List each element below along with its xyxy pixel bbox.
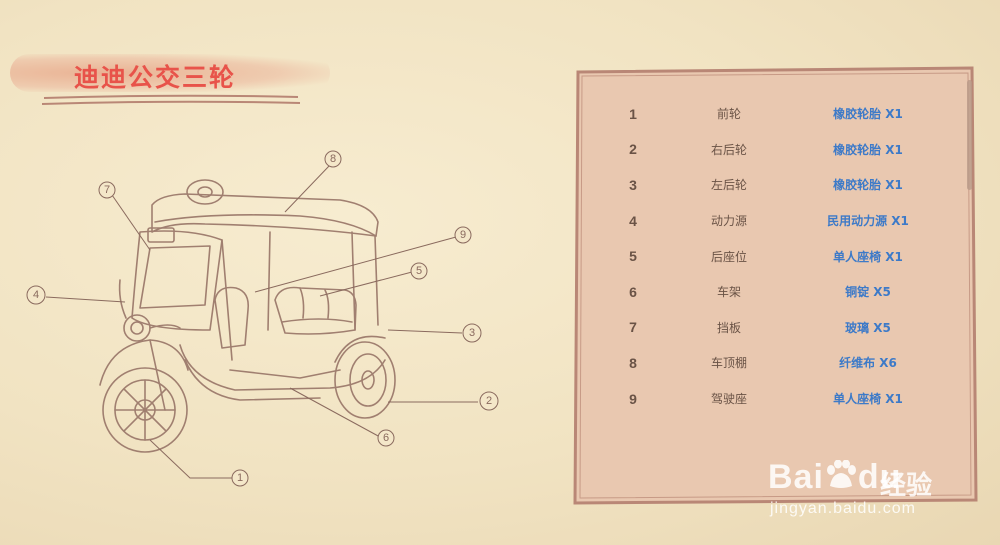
part-name: 车架 (716, 285, 741, 300)
callout-2 (479, 391, 499, 411)
page-title: 迪迪公交三轮 (74, 63, 237, 92)
watermark-url: jingyan.baidu.com (770, 500, 916, 517)
part-material: 橡胶轮胎 X1 (833, 107, 903, 122)
part-material: 单人座椅 X1 (833, 249, 903, 264)
callout-7 (98, 181, 116, 199)
panel-scrollbar[interactable] (967, 80, 972, 190)
table-row: 9 驾驶座 单人座椅 X1 (582, 381, 962, 417)
part-number: 7 (629, 319, 637, 336)
part-material: 橡胶轮胎 X1 (833, 178, 903, 193)
part-material: 橡胶轮胎 X1 (833, 142, 903, 157)
callout-5 (410, 262, 428, 280)
table-row: 1 前轮 橡胶轮胎 X1 (582, 96, 962, 132)
callout-9 (454, 226, 472, 244)
part-name: 右后轮 (710, 142, 747, 157)
callout-8-label: 8 (330, 153, 336, 165)
table-row: 6 车架 铜锭 X5 (582, 274, 962, 310)
callout-9-label: 9 (460, 229, 466, 241)
callout-5-label: 5 (416, 265, 422, 277)
part-name: 后座位 (710, 249, 747, 264)
part-number: 6 (629, 283, 637, 300)
callout-8 (324, 150, 342, 168)
callout-6 (377, 429, 395, 447)
callout-2-label: 2 (486, 395, 492, 407)
part-name: 驾驶座 (710, 392, 747, 407)
title-underline (42, 94, 301, 105)
part-name: 挡板 (716, 320, 741, 335)
part-number: 1 (629, 105, 637, 122)
paw-icon (826, 459, 856, 488)
part-material: 纤维布 X6 (839, 356, 897, 371)
callout-4-label: 4 (33, 289, 39, 301)
callout-3 (462, 323, 482, 343)
callout-7-label: 7 (104, 184, 110, 196)
parts-table: 1 前轮 橡胶轮胎 X1 2 右后轮 橡胶轮胎 X1 3 左后轮 橡胶轮胎 X1… (582, 96, 962, 416)
part-number: 9 (629, 390, 637, 407)
table-row: 7 挡板 玻璃 X5 (582, 310, 962, 346)
tricycle-drawing: 7 8 9 5 4 3 2 6 1 (26, 150, 499, 487)
part-name: 左后轮 (710, 178, 747, 193)
title-banner: 迪迪公交三轮 (10, 50, 340, 110)
part-number: 8 (629, 354, 637, 371)
part-material: 民用动力源 X1 (827, 214, 909, 229)
callout-1-label: 1 (237, 472, 243, 484)
part-material: 铜锭 X5 (845, 285, 891, 300)
panel-frame (573, 66, 978, 505)
part-number: 3 (629, 176, 637, 193)
callout-1 (231, 469, 249, 487)
parts-panel: 1 前轮 橡胶轮胎 X1 2 右后轮 橡胶轮胎 X1 3 左后轮 橡胶轮胎 X1… (572, 66, 980, 506)
watermark-cn: 经验 (880, 471, 933, 501)
part-number: 2 (629, 141, 637, 158)
callout-4 (26, 285, 46, 305)
table-row: 3 左后轮 橡胶轮胎 X1 (582, 167, 962, 203)
roof-shape (151, 193, 379, 237)
table-row: 2 右后轮 橡胶轮胎 X1 (582, 132, 962, 168)
part-material: 玻璃 X5 (845, 320, 891, 335)
table-row: 8 车顶棚 纤维布 X6 (582, 345, 962, 381)
part-number: 4 (629, 212, 637, 229)
part-name: 动力源 (710, 214, 747, 229)
callout-6-label: 6 (383, 432, 389, 444)
part-material: 单人座椅 X1 (833, 392, 903, 407)
part-name: 车顶棚 (710, 356, 747, 371)
title-brush (10, 54, 330, 92)
table-row: 5 后座位 单人座椅 X1 (582, 238, 962, 274)
part-name: 前轮 (716, 107, 741, 122)
table-row: 4 动力源 民用动力源 X1 (582, 203, 962, 239)
callout-3-label: 3 (469, 327, 475, 339)
part-number: 5 (629, 248, 637, 265)
